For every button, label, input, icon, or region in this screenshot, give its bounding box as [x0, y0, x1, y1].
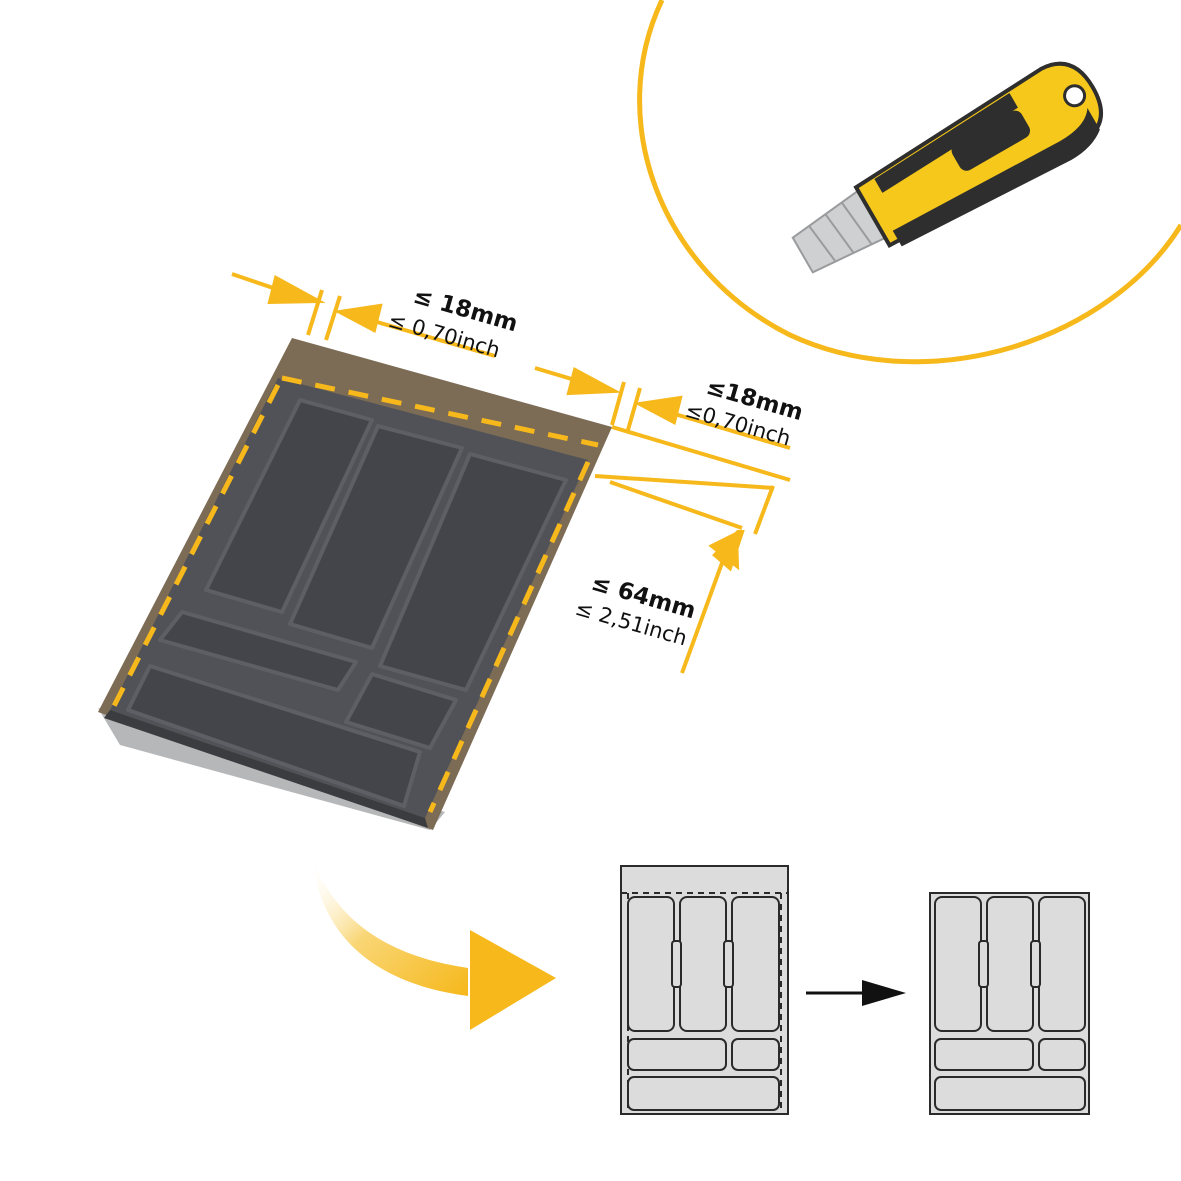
- compartment-2: [288, 424, 464, 650]
- dimension-top-left: [231, 272, 496, 358]
- compartment-4: [158, 610, 358, 692]
- diagram-before: [620, 865, 789, 1115]
- dimension-top-right: [534, 366, 791, 450]
- cut-line-top: [281, 375, 599, 448]
- dimension-side: [594, 425, 791, 674]
- cutter-inset: [637, 0, 1181, 365]
- cut-line-left: [111, 383, 281, 708]
- curved-arrow-icon: [312, 858, 556, 1030]
- cutlery-tray: [98, 338, 612, 830]
- inset-circle-arc: [637, 0, 1181, 365]
- cut-line-right: [427, 460, 591, 814]
- compartment-6: [126, 664, 422, 808]
- compartment-1: [204, 398, 374, 614]
- compartment-3: [378, 452, 568, 692]
- diagram-after: [929, 892, 1090, 1115]
- arrow-right-icon: [806, 980, 906, 1006]
- utility-knife-icon: [791, 61, 1103, 274]
- compartment-5: [344, 672, 458, 750]
